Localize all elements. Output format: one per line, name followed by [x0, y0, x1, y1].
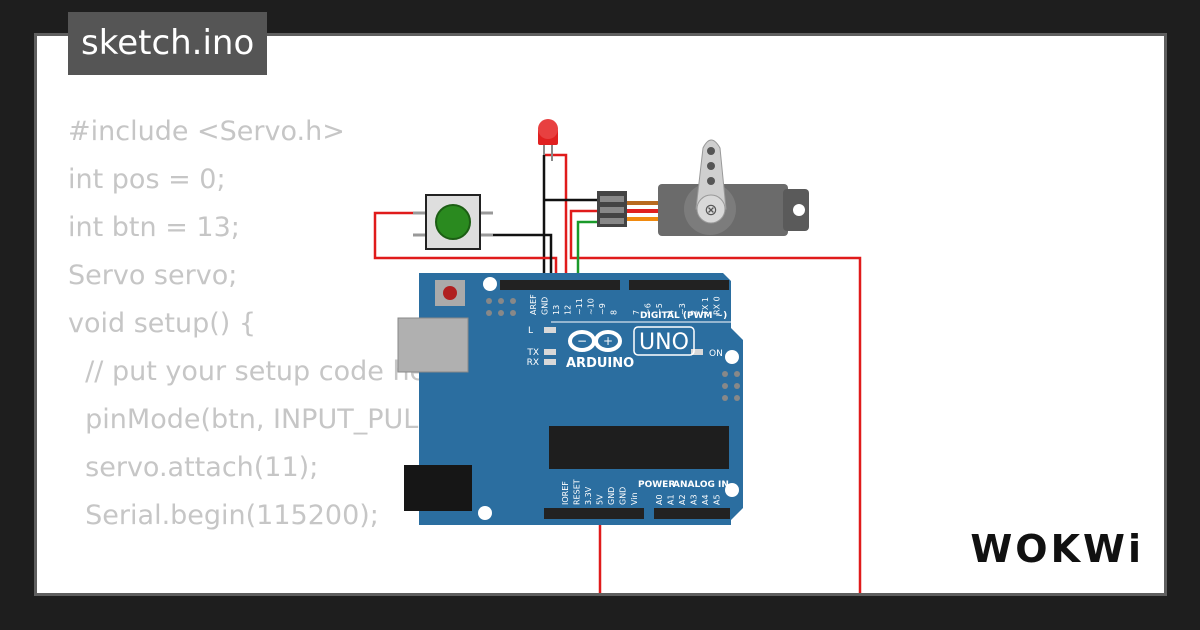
pin-label: ~9: [598, 303, 607, 315]
digital-header-high: [500, 280, 620, 290]
servo-motor[interactable]: ⊗: [597, 139, 809, 236]
pin-label: A3: [690, 494, 699, 505]
pin-label: GND: [619, 487, 628, 505]
pin-label: ~6: [644, 303, 653, 315]
code-line: int pos = 0;: [68, 164, 226, 195]
pin-label: 3.3V: [584, 486, 593, 505]
pin-label: GND: [607, 487, 616, 505]
pin-label: A4: [701, 494, 710, 505]
usb-port: [397, 317, 469, 373]
led-label-tx: TX: [526, 348, 539, 358]
pin-label: 2: [690, 310, 699, 315]
code-line: void setup() {: [68, 308, 257, 339]
mounting-hole: [725, 350, 739, 364]
code-line: int btn = 13;: [68, 212, 240, 243]
pin-label: TX 1: [701, 297, 710, 316]
svg-text:−: −: [577, 334, 587, 348]
mounting-hole: [725, 483, 739, 497]
code-editor[interactable]: #include <Servo.h> int pos = 0; int btn = …: [68, 108, 634, 540]
led-tx: [544, 349, 556, 355]
led-on: [691, 349, 703, 355]
wires: [373, 153, 862, 593]
mounting-hole: [478, 506, 492, 520]
icsp-header-right: [722, 371, 740, 401]
arduino-logo-icon: − +: [568, 330, 622, 352]
pin-label: RX 0: [713, 296, 722, 315]
code-line: Servo servo;: [68, 260, 238, 291]
pin-label: 12: [564, 305, 573, 315]
analog-label: ANALOG IN: [673, 480, 729, 490]
circuit-diagram: ⊗: [373, 119, 862, 593]
wokwi-logo: WOKWi: [970, 527, 1144, 571]
svg-text:+: +: [603, 334, 613, 348]
pin-label: AREF: [529, 294, 538, 315]
pin-label: 4: [667, 310, 676, 315]
pin-label: 13: [552, 305, 561, 315]
pin-label: 5V: [596, 494, 605, 505]
on-label: ON: [709, 349, 723, 359]
pin-label: A2: [678, 494, 687, 505]
led-label-l: L: [528, 326, 533, 336]
power-header: [544, 508, 644, 519]
pin-label: ~5: [655, 303, 664, 315]
svg-text:⊗: ⊗: [704, 200, 717, 219]
mounting-hole: [483, 277, 497, 291]
pin-label: RESET: [573, 479, 582, 505]
preview-card: #include <Servo.h> int pos = 0; int btn = …: [34, 33, 1167, 596]
icsp-header: [486, 298, 516, 316]
pin-label: A5: [713, 494, 722, 505]
file-tab[interactable]: sketch.ino: [68, 12, 268, 75]
uno-model: UNO: [639, 330, 689, 355]
microcontroller-chip: [549, 426, 729, 469]
pin-label: ~3: [678, 303, 687, 315]
led-rx: [544, 359, 556, 365]
push-button[interactable]: [413, 194, 493, 250]
led-l: [544, 327, 556, 333]
digital-label: DIGITAL (PWM ~): [640, 311, 727, 321]
pin-label: GND: [541, 297, 550, 315]
power-jack: [404, 465, 472, 511]
pin-label: 7: [632, 310, 641, 315]
pin-label: A1: [667, 494, 676, 505]
code-line: servo.attach(11);: [68, 452, 319, 483]
led-label-rx: RX: [527, 358, 539, 368]
analog-header: [654, 508, 730, 519]
pin-label: Vin: [630, 492, 639, 505]
digital-header-low: [629, 280, 729, 290]
arduino-brand: ARDUINO: [566, 356, 634, 371]
pin-label: ~10: [587, 298, 596, 315]
pin-label: 8: [610, 310, 619, 315]
code-line: Serial.begin(115200);: [68, 500, 379, 531]
code-line: #include <Servo.h>: [68, 116, 345, 147]
pin-label: IOREF: [561, 481, 570, 505]
red-led[interactable]: [538, 119, 558, 161]
arduino-uno-board[interactable]: L TX RX ON DIGITAL (PWM ~) − + ARDUINO U…: [397, 273, 743, 525]
power-label: POWER: [638, 480, 675, 490]
pin-label: A0: [655, 494, 664, 505]
pin-label: ~11: [575, 298, 584, 315]
